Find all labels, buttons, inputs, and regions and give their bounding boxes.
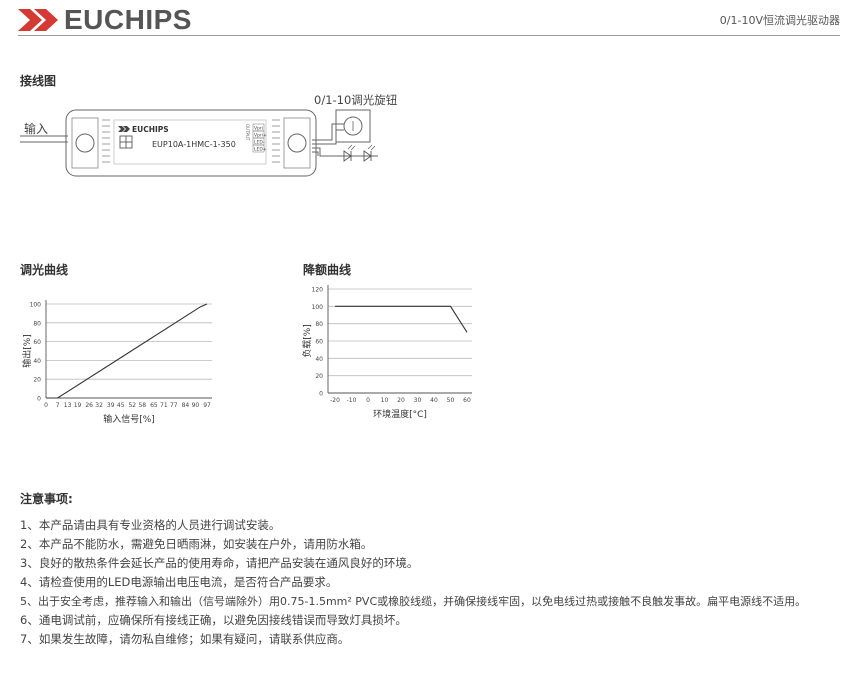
x-tick-label: 50 — [447, 397, 455, 404]
y-tick-label: 20 — [315, 373, 323, 380]
knob-icon — [343, 116, 363, 136]
derating-chart-title: 降额曲线 — [303, 263, 352, 277]
notes-title: 注意事项: — [20, 492, 73, 506]
x-tick-label: 39 — [107, 402, 115, 409]
device-logo-icon — [118, 126, 125, 132]
x-tick-label: 32 — [95, 402, 103, 409]
note-item: 4、请检查使用的LED电源输出电压电流，是否符合产品要求。 — [20, 575, 338, 589]
derating-chart: 0 20 40 60 80 100 120 -20 -10 0 10 20 30 40 50 60 环境温度[°… — [301, 285, 472, 420]
series-line — [335, 305, 468, 333]
header-divider — [18, 35, 840, 36]
x-tick-label: 0 — [44, 402, 48, 409]
device-model: EUP10A-1HMC-1-350 — [152, 140, 236, 149]
x-tick-label: 77 — [170, 402, 178, 409]
led-icon — [343, 144, 356, 162]
note-item: 3、良好的散热条件会延长产品的使用寿命，请把产品安装在通风良好的环境。 — [20, 556, 419, 570]
x-tick-label: 10 — [381, 397, 389, 404]
terminal-label: LED- — [254, 140, 265, 146]
dimming-chart-title: 调光曲线 — [20, 263, 69, 277]
x-tick-label: 58 — [138, 402, 146, 409]
x-tick-label: 19 — [74, 402, 82, 409]
note-item: 2、本产品不能防水，需避免日晒雨淋，如安装在户外，请用防水箱。 — [20, 537, 373, 551]
wiring-section-title: 接线图 — [20, 74, 57, 88]
y-tick-label: 20 — [33, 377, 41, 384]
terminal-label: LED+ — [254, 147, 267, 153]
x-tick-label: 26 — [85, 402, 93, 409]
wiring-diagram: EUCHIPS EUP10A-1HMC-1-350 OUTPUT Vpri Vp… — [20, 109, 378, 177]
x-axis-label: 环境温度[°C] — [373, 408, 427, 420]
x-tick-label: 97 — [203, 402, 211, 409]
y-axis-label: 输出[%] — [21, 334, 33, 368]
x-tick-label: 45 — [117, 402, 125, 409]
x-tick-label: -10 — [347, 397, 357, 404]
x-tick-label: 65 — [150, 402, 158, 409]
x-tick-label: 30 — [414, 397, 422, 404]
x-tick-label: 60 — [463, 397, 471, 404]
x-tick-label: 71 — [160, 402, 168, 409]
y-tick-label: 60 — [33, 339, 41, 346]
y-tick-label: 80 — [33, 320, 41, 327]
y-tick-label: 0 — [319, 391, 323, 398]
x-tick-label: 13 — [64, 402, 72, 409]
x-tick-label: -20 — [330, 397, 340, 404]
y-tick-label: 100 — [312, 304, 324, 311]
right-screw-icon — [287, 133, 307, 153]
terminal-block: Vpri Vpri+ LED- LED+ — [252, 123, 267, 153]
note-item: 5、出于安全考虑，推荐输入和输出（信号端除外）用0.75-1.5mm² PVC或… — [20, 595, 807, 608]
terminal-label: Vpri+ — [254, 133, 267, 139]
left-screw-icon — [75, 133, 95, 153]
y-tick-label: 100 — [30, 302, 42, 309]
x-tick-label: 90 — [192, 402, 200, 409]
note-item: 6、通电调试前，应确保所有接线正确，以避免因接线错误而导致灯具损坏。 — [20, 613, 407, 627]
y-tick-label: 60 — [315, 339, 323, 346]
document-title: 0/1-10V恒流调光驱动器 — [719, 14, 840, 27]
brand-logo-icon — [18, 9, 58, 31]
input-label: 输入 — [24, 122, 49, 136]
note-item: 1、本产品请由具有专业资格的人员进行调试安装。 — [20, 518, 281, 532]
y-tick-label: 40 — [315, 356, 323, 363]
y-tick-label: 120 — [312, 287, 324, 294]
y-tick-label: 0 — [37, 396, 41, 403]
x-tick-label: 7 — [56, 402, 60, 409]
x-tick-label: 0 — [366, 397, 370, 404]
knob-label: 0/1-10调光旋钮 — [314, 93, 398, 107]
device-brand: EUCHIPS — [132, 125, 169, 134]
x-tick-label: 84 — [182, 402, 190, 409]
series-line — [46, 303, 208, 399]
led-icon — [363, 144, 376, 162]
y-tick-label: 40 — [33, 358, 41, 365]
y-axis-label: 负载[%] — [301, 324, 313, 358]
x-axis-label: 输入信号[%] — [103, 413, 155, 425]
note-item: 7、如果发生故障，请勿私自维修；如果有疑问，请联系供应商。 — [20, 632, 350, 646]
x-tick-label: 40 — [430, 397, 438, 404]
output-side-label: OUTPUT — [245, 124, 250, 141]
y-tick-label: 80 — [315, 321, 323, 328]
x-tick-label: 20 — [397, 397, 405, 404]
x-tick-label: 52 — [128, 402, 136, 409]
terminal-label: Vpri — [254, 126, 263, 132]
brand-name: EUCHIPS — [64, 4, 192, 35]
